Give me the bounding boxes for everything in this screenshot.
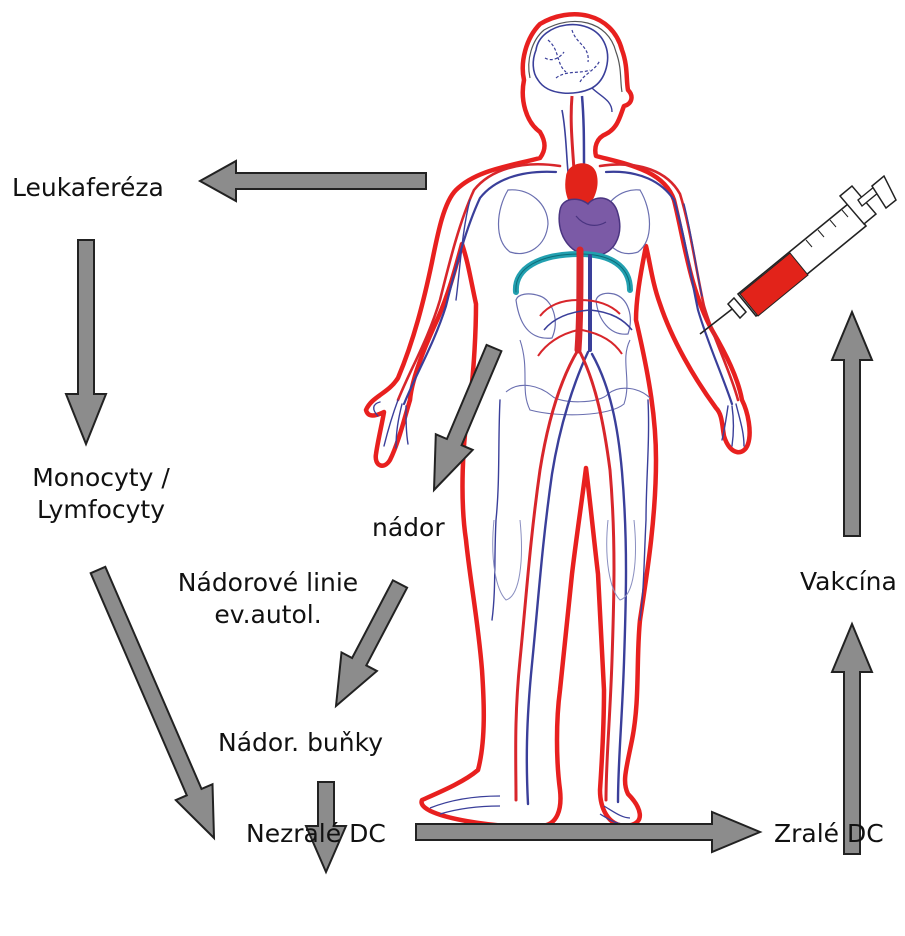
label-vakcina: Vakcína <box>800 566 897 598</box>
label-monocyty-line2: Lymfocyty <box>10 494 192 526</box>
human-circulatory-figure-icon <box>366 14 750 827</box>
label-nadorove-linie-line1: Nádorové linie <box>168 567 368 599</box>
label-monocyty-line1: Monocyty / <box>10 462 192 494</box>
arrow-vakcina-to-syringe <box>832 312 872 536</box>
label-nadorove-linie-line2: ev.autol. <box>168 599 368 631</box>
label-nador-bunky: Nádor. buňky <box>218 727 383 759</box>
body-outline <box>366 14 750 827</box>
label-monocyty: Monocyty / Lymfocyty <box>10 462 192 526</box>
label-zrale-dc: Zralé DC <box>774 818 884 850</box>
label-nezrale-dc: Nezralé DC <box>246 818 386 850</box>
arrow-leukafereza-to-monocyty <box>66 240 106 444</box>
label-nadorove-linie: Nádorové linie ev.autol. <box>168 567 368 631</box>
label-leukafereza: Leukaferéza <box>12 172 164 204</box>
arrow-body-to-leukafereza <box>200 161 426 201</box>
syringe-icon <box>700 176 896 334</box>
label-nador: nádor <box>372 512 445 544</box>
